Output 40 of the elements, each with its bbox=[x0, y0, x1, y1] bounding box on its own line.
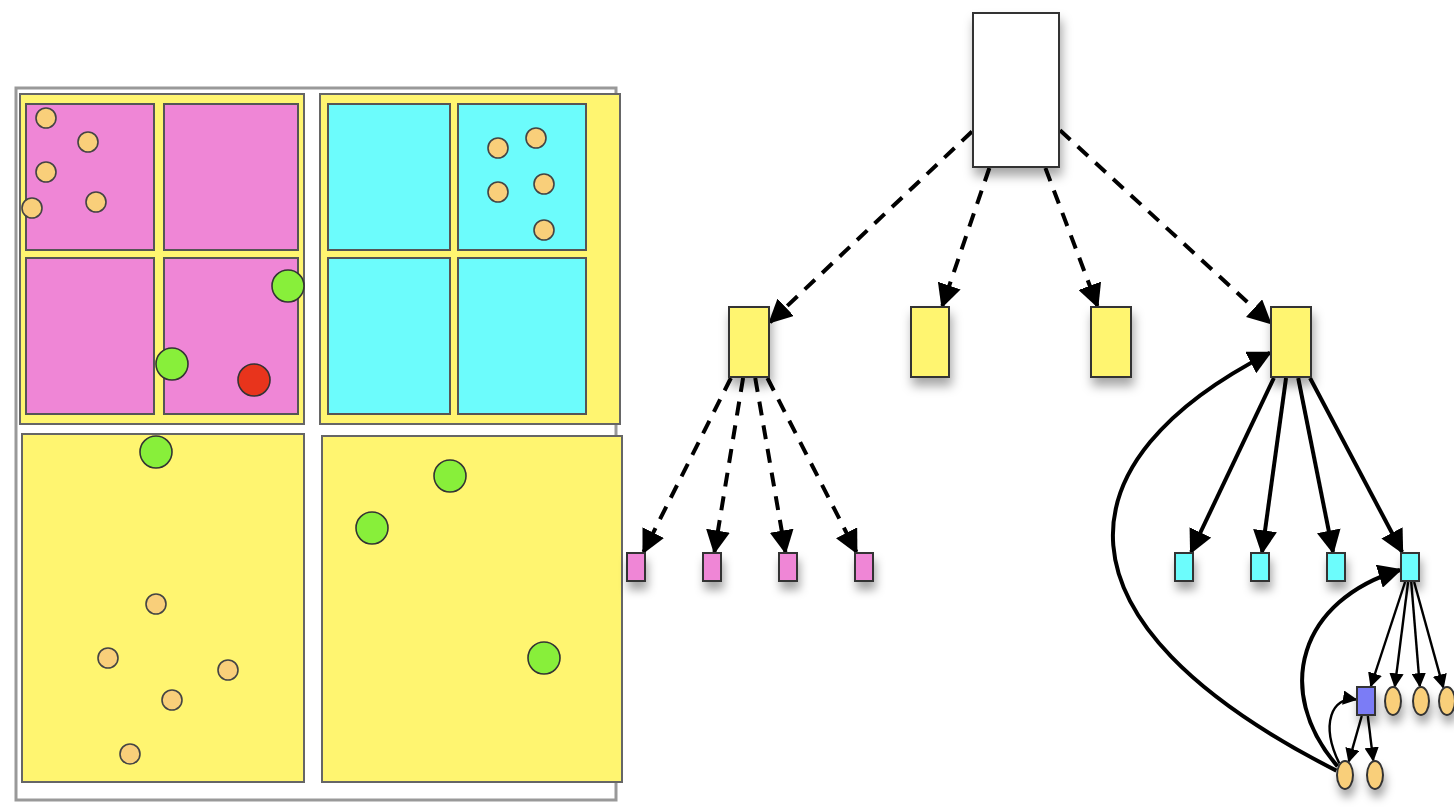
arrow bbox=[1253, 377, 1289, 555]
point-node bbox=[1412, 686, 1430, 716]
tree-node bbox=[1250, 552, 1270, 582]
tree-node bbox=[626, 552, 646, 582]
arrow bbox=[1043, 167, 1102, 309]
arrow bbox=[768, 130, 974, 324]
arrow bbox=[641, 377, 733, 555]
arrow bbox=[1300, 566, 1403, 768]
arrow bbox=[753, 377, 794, 555]
tree-node bbox=[778, 552, 798, 582]
arrow bbox=[1308, 377, 1404, 555]
point-node bbox=[1336, 760, 1354, 790]
tree-node bbox=[910, 306, 950, 378]
arrow bbox=[1345, 715, 1363, 763]
arrow bbox=[1111, 351, 1338, 773]
tree-node bbox=[1174, 552, 1194, 582]
arrow bbox=[1389, 581, 1410, 688]
tree-node bbox=[1326, 552, 1346, 582]
arrow bbox=[1328, 691, 1358, 764]
arrow bbox=[1368, 581, 1407, 688]
tree-node bbox=[1090, 306, 1132, 378]
tree-node bbox=[854, 552, 874, 582]
tree-node bbox=[1270, 306, 1312, 378]
arrow bbox=[937, 167, 992, 309]
tree-node bbox=[1400, 552, 1420, 582]
arrow bbox=[1410, 581, 1426, 688]
tree-node bbox=[1356, 686, 1376, 716]
arrow bbox=[765, 377, 859, 555]
tree-node bbox=[972, 12, 1060, 168]
point-node bbox=[1438, 686, 1454, 716]
tree-node bbox=[728, 306, 770, 378]
tree-node bbox=[702, 552, 722, 582]
point-node bbox=[1384, 686, 1402, 716]
point-node bbox=[1366, 760, 1384, 790]
arrow bbox=[1189, 377, 1276, 555]
arrow bbox=[706, 377, 746, 555]
arrow bbox=[1058, 128, 1272, 325]
arrow bbox=[1296, 377, 1341, 555]
arrow bbox=[1364, 715, 1379, 762]
arrow bbox=[1413, 581, 1447, 689]
